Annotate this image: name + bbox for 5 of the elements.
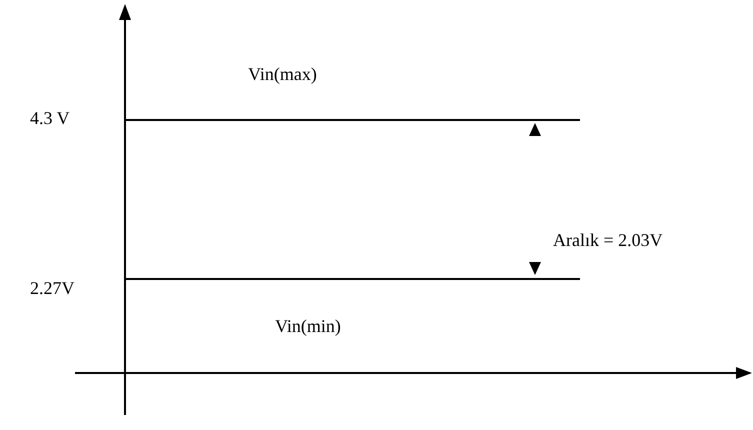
range-label: Aralık = 2.03V xyxy=(553,230,663,250)
voltage-label: 4.3 V xyxy=(30,108,70,128)
voltage-label: 2.27V xyxy=(30,278,74,298)
level-label: Vin(min) xyxy=(275,316,341,336)
level-label: Vin(max) xyxy=(248,64,317,84)
